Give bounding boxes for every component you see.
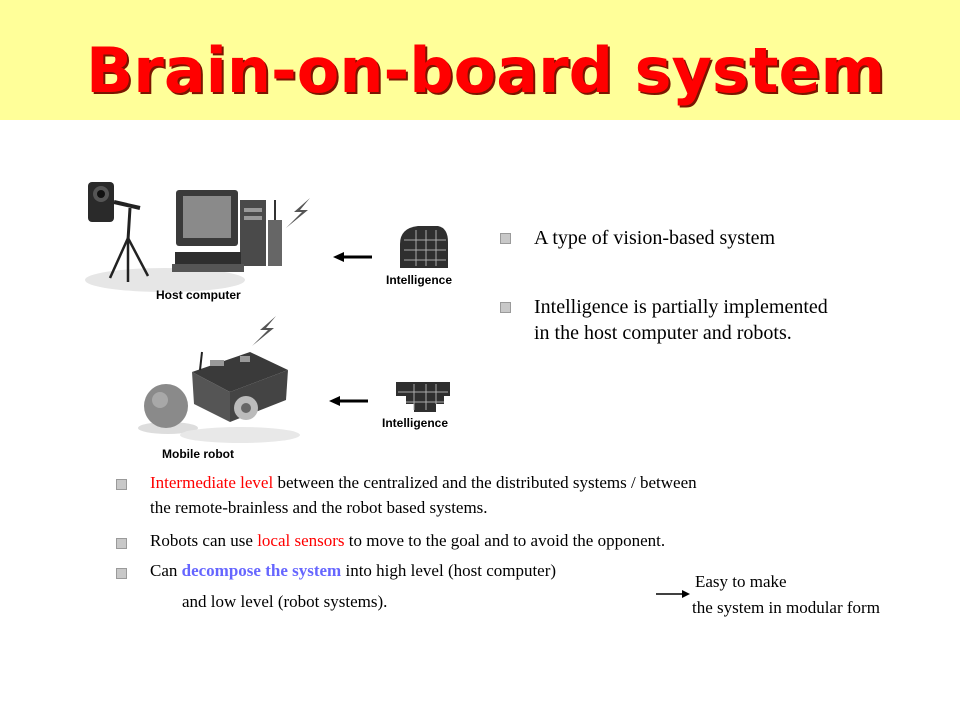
bullet-text: to move to the goal and to avoid the opp… (344, 531, 666, 550)
right-bullet-2-line2: in the host computer and robots. (534, 322, 792, 344)
arrow-right-icon (656, 590, 690, 598)
right-bullet-1: A type of vision-based system (534, 227, 776, 249)
figure-drawing (85, 182, 450, 443)
intelligence-label-bottom: Intelligence (382, 416, 449, 430)
wireless-signal-icon (252, 316, 276, 346)
highlight-intermediate-level: Intermediate level (150, 473, 274, 492)
bottom-bullet-1-line2: the remote-brainless and the robot based… (150, 498, 488, 517)
right-bullet-2-line1: Intelligence is partially implemented (534, 296, 828, 318)
title-bar (0, 0, 960, 120)
bottom-bullet-2: Robots can use local sensors to move to … (150, 530, 665, 552)
bottom-bullet-1-line1: Intermediate level between the centraliz… (150, 472, 697, 494)
bullet-text: into high level (host computer) (341, 561, 557, 580)
highlight-decompose-system: decompose the system (181, 561, 342, 580)
note-line2: the system in modular form (692, 598, 880, 617)
system-figure: Host computer Intelligence Intelligence … (80, 160, 480, 465)
slide-title: Brain-on-board system (86, 34, 886, 107)
bottom-bullet-3-line2: and low level (robot systems). (182, 592, 388, 611)
host-shadow (85, 268, 245, 292)
bottom-bullet-3-line1: Can decompose the system into high level… (150, 560, 556, 582)
bullet-text: Robots can use (150, 531, 258, 550)
camera-icon (88, 182, 150, 282)
bullet-text: between the centralized and the distribu… (273, 473, 697, 492)
brain-intelligence-icon (400, 226, 448, 268)
highlight-local-sensors: local sensors (257, 531, 345, 550)
ball-icon (138, 384, 198, 434)
note-line1: Easy to make (695, 572, 787, 591)
bullet-marker (116, 538, 127, 549)
computer-icon (172, 190, 282, 272)
bullet-marker (500, 302, 511, 313)
bullet-marker (500, 233, 511, 244)
wireless-signal-icon (286, 198, 310, 228)
arrow-left-icon (333, 252, 372, 262)
mobile-robot-label: Mobile robot (162, 447, 234, 461)
arrow-left-icon (329, 396, 368, 406)
robot-icon (180, 351, 300, 443)
host-computer-label: Host computer (156, 288, 241, 302)
intelligence-label-top: Intelligence (386, 273, 453, 287)
brain-intelligence-icon (396, 382, 450, 412)
bullet-marker (116, 479, 127, 490)
bullet-marker (116, 568, 127, 579)
bullet-text: Can (150, 561, 182, 580)
